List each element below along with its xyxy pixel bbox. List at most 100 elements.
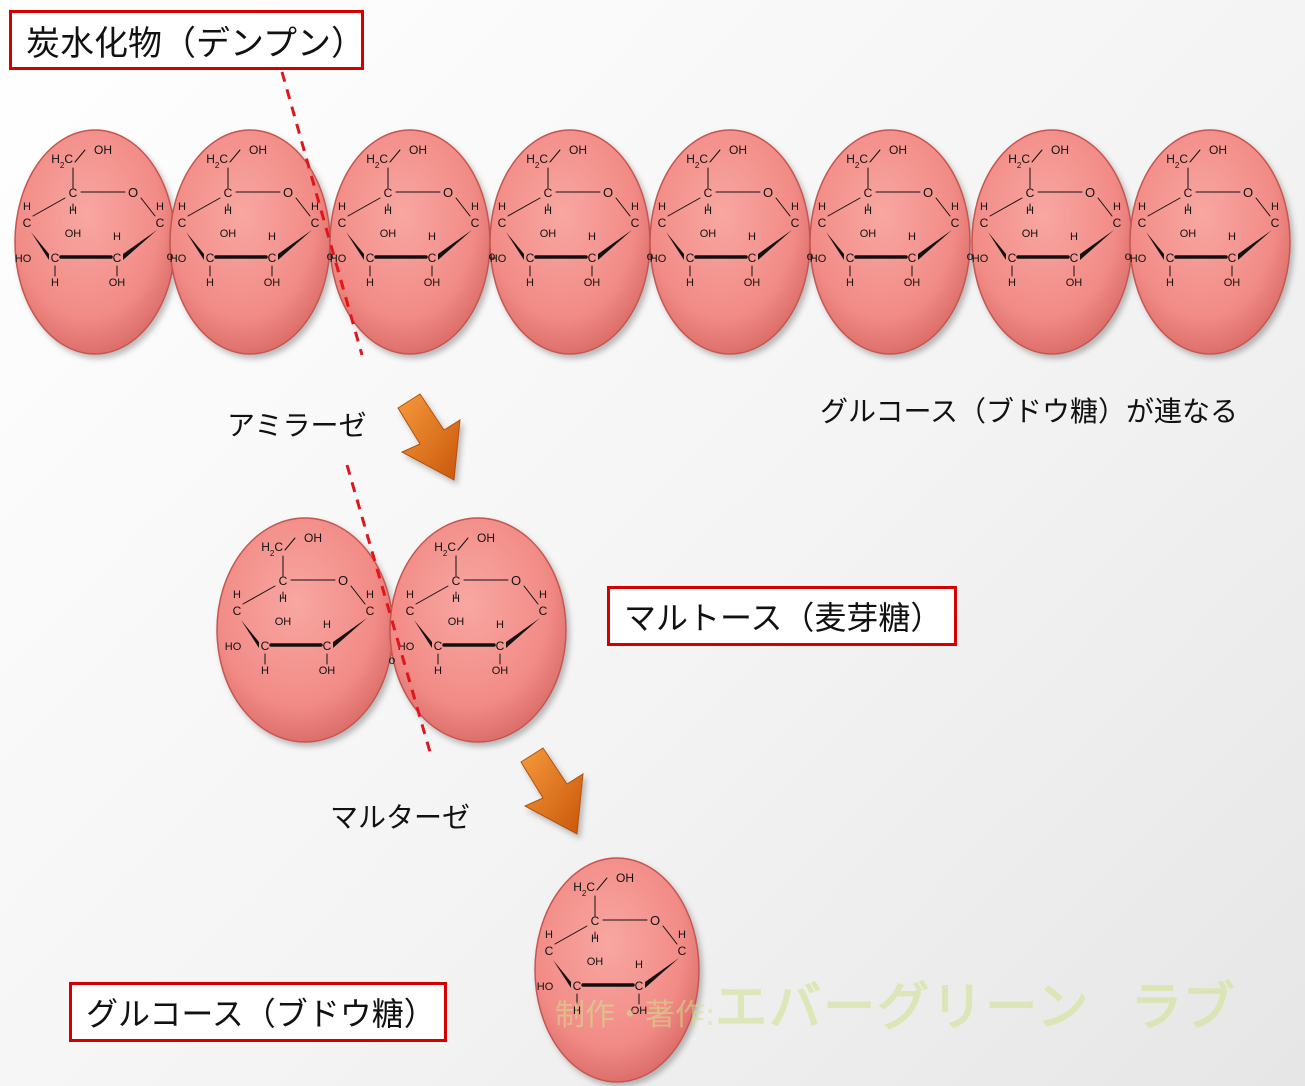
o-c1-bond — [455, 197, 471, 217]
c2-hydrogen: H — [588, 231, 596, 243]
watermark: 制作・著作:エバーグリーンラブ — [555, 965, 1235, 1040]
ring-carbon-5: C — [69, 186, 78, 200]
maltase-label: マルターゼ — [330, 801, 471, 834]
c3-hydrogen: H — [206, 277, 214, 289]
ch2oh-carbon: C — [1021, 152, 1030, 166]
c4-hydrogen: H — [406, 589, 414, 601]
c3-hydroxyl: OH — [1180, 228, 1197, 240]
ch2oh-carbon: C — [274, 540, 283, 554]
c2-hydroxyl: OH — [264, 277, 281, 289]
ring-carbon-2: C — [588, 251, 597, 265]
ring-carbon-1: C — [1113, 216, 1122, 230]
c3-hydrogen: H — [686, 277, 694, 289]
glycosidic-oxygen: o — [647, 249, 654, 263]
glycosidic-oxygen: o — [807, 249, 814, 263]
ch2-oh-bond — [596, 877, 608, 891]
ring-oxygen: O — [443, 185, 453, 200]
c3-left-hydroxyl: HO — [537, 981, 554, 993]
o-c1-bond — [1097, 197, 1113, 217]
c4-hydrogen: H — [980, 201, 988, 213]
c3-left-hydroxyl: HO — [1130, 253, 1147, 265]
c2-hydroxyl: OH — [904, 277, 921, 289]
c3-hydrogen: H — [51, 277, 59, 289]
c2-hydrogen: H — [635, 959, 643, 971]
c3-hydrogen: H — [846, 277, 854, 289]
c3-c4-wedge-bond — [414, 620, 432, 648]
c3-hydroxyl: OH — [860, 228, 877, 240]
ring-carbon-5: C — [544, 186, 553, 200]
watermark-credit: 制作・著作: — [555, 998, 716, 1033]
overlay-group — [280, 71, 584, 835]
c4-hydrogen: H — [498, 201, 506, 213]
c3-c4-wedge-bond — [1146, 232, 1164, 260]
c3-hydroxyl: OH — [380, 228, 397, 240]
c5-c4-bond — [1147, 197, 1181, 217]
c2-hydrogen: H — [908, 231, 916, 243]
c5-hydrogen: H — [452, 593, 460, 605]
c4-hydrogen: H — [545, 929, 553, 941]
ring-carbon-2: C — [1228, 251, 1237, 265]
c3-hydrogen: H — [573, 1005, 581, 1017]
c2-c1-wedge-bond — [333, 618, 367, 648]
amylase-cut-line — [280, 71, 364, 356]
ring-carbon-4: C — [818, 216, 827, 230]
ring-carbon-5: C — [279, 574, 288, 588]
ch2oh-subscript: 2 — [535, 161, 540, 170]
c2-c1-wedge-bond — [438, 230, 472, 260]
ring-carbon-2: C — [908, 251, 917, 265]
c5-c4-bond — [347, 197, 381, 217]
c1-hydrogen: H — [678, 929, 686, 941]
o-c1-bond — [523, 585, 539, 605]
c1-hydrogen: H — [311, 201, 319, 213]
c3-c4-wedge-bond — [186, 232, 204, 260]
ring-carbon-2: C — [496, 639, 505, 653]
c3-left-hydroxyl: HO — [170, 253, 187, 265]
c5-hydrogen: H — [1184, 205, 1192, 217]
c2-c1-wedge-bond — [918, 230, 952, 260]
c2-hydroxyl: OH — [1066, 277, 1083, 289]
c5-hydrogen: H — [224, 205, 232, 217]
ring-carbon-4: C — [178, 216, 187, 230]
c3-hydroxyl: OH — [1022, 228, 1039, 240]
c2-hydroxyl: OH — [584, 277, 601, 289]
ch2oh-carbon: C — [219, 152, 228, 166]
ring-carbon-3: C — [573, 979, 582, 993]
ch2oh-label: H2C — [434, 540, 456, 558]
ring-carbon-5: C — [591, 914, 600, 928]
c3-c4-wedge-bond — [241, 620, 259, 648]
ch2oh-subscript: 2 — [443, 549, 448, 558]
c5-hydrogen: H — [384, 205, 392, 217]
c3-hydroxyl: OH — [587, 956, 604, 968]
c3-left-hydroxyl: HO — [650, 253, 667, 265]
ring-carbon-3: C — [686, 251, 695, 265]
ring-oxygen: O — [603, 185, 613, 200]
c2-hydroxyl: OH — [424, 277, 441, 289]
c3-left-hydroxyl: HO — [490, 253, 507, 265]
ring-carbon-1: C — [631, 216, 640, 230]
ring-oxygen: O — [283, 185, 293, 200]
starch-title-box: 炭水化物（デンプン） — [9, 10, 365, 70]
c1-hydrogen: H — [631, 201, 639, 213]
ring-carbon-1: C — [156, 216, 165, 230]
ch2oh-label: H2C — [846, 152, 868, 170]
o-c1-bond — [350, 585, 366, 605]
ring-carbon-4: C — [338, 216, 347, 230]
ch2oh-subscript: 2 — [60, 161, 65, 170]
c2-hydroxyl: OH — [319, 665, 336, 677]
c1-hydrogen: H — [1271, 201, 1279, 213]
c2-hydrogen: H — [113, 231, 121, 243]
c3-left-hydroxyl: HO — [810, 253, 827, 265]
ring-carbon-5: C — [1184, 186, 1193, 200]
ch2oh-subscript: 2 — [270, 549, 275, 558]
glycosidic-oxygen: o — [167, 249, 174, 263]
c1-hydrogen: H — [791, 201, 799, 213]
ch2oh-hydroxyl: OH — [304, 531, 322, 545]
c2-c1-wedge-bond — [598, 230, 632, 260]
c2-hydrogen: H — [496, 619, 504, 631]
ch2oh-carbon: C — [447, 540, 456, 554]
ring-carbon-3: C — [51, 251, 60, 265]
ch2-oh-bond — [457, 537, 469, 551]
